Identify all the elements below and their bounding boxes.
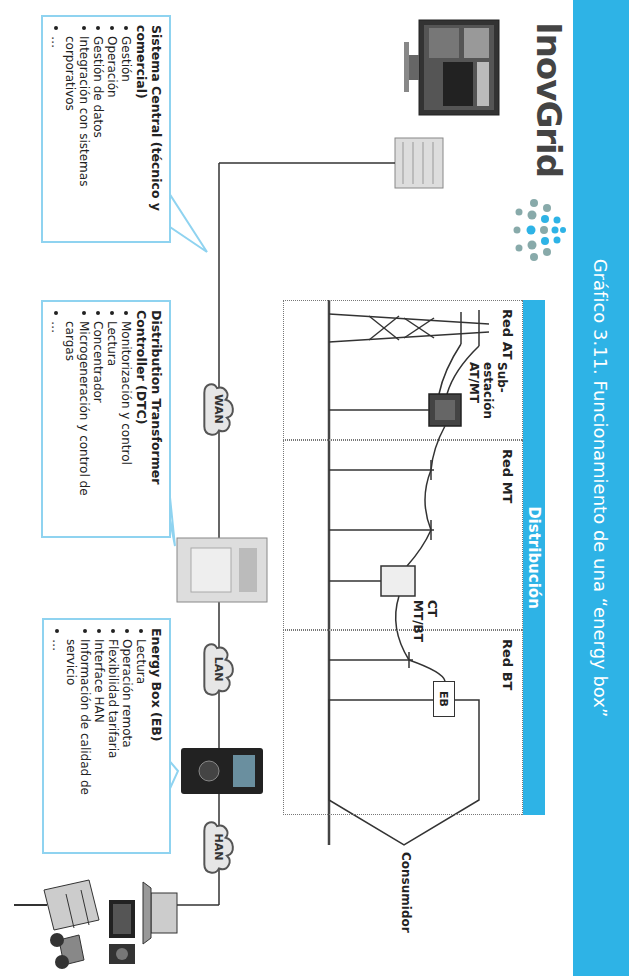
bullet-text: Monitorización y control [119,321,133,465]
bullet-item: … [49,310,63,528]
bullet-dot [83,629,87,633]
bullet-dot [124,311,128,315]
logo-text: InovGrid [529,22,569,177]
bullet-text: Integración con sistemas corporativos [63,36,91,233]
bullet-item: Operación remota [120,628,134,844]
title-bar: Gráfico 3.11. Funcionamiento de una “ene… [573,0,629,976]
bullet-item: … [49,25,63,233]
bullet-text: Gestión de datos [91,36,105,138]
figure-title: Gráfico 3.11. Funcionamiento de una “ene… [591,259,612,718]
bullet-text: Concentrador [91,321,105,403]
bullet-dot [54,26,58,30]
bullet-dot [54,311,58,315]
bullet-item: … [50,628,64,844]
bullet-dot [55,629,59,633]
network-region: Red MT [283,440,523,630]
bullet-item: Gestión de datos [91,25,105,233]
bullet-text: Gestión [119,36,133,82]
bullet-dot [82,311,86,315]
eb-device [181,748,263,794]
node-label: LAN [213,657,226,682]
bullet-text: … [50,639,64,651]
bullet-text: Lectura [105,321,119,366]
bullet-text: Microgeneración y control de cargas [63,321,91,528]
bullet-item: Integración con sistemas corporativos [63,25,91,233]
node-label: WAN [213,394,226,423]
power-lines [329,310,489,681]
bullet-text: Información de calidad de servicio [64,639,92,844]
central-system-picture [395,20,499,188]
callout-box: Distribution Transformer Controller (DTC… [41,300,171,538]
bullet-item: Flexibilidad tarifaria [106,628,120,844]
node-label: HAN [213,834,226,861]
bullet-dot [139,629,143,633]
callout-pointers [167,190,207,795]
node-label: Distribución [525,506,543,609]
bullet-dot [125,629,129,633]
transformer-label: CT MT/BT [411,600,439,648]
bullet-dot [97,629,101,633]
bullet-text: Operación [105,36,119,98]
network-cloud: LAN [199,640,239,698]
dtc-device [177,538,267,602]
bullet-item: Concentrador [91,310,105,528]
callout-heading: Sistema Central (técnico y comercial) [134,25,164,233]
bullet-dot [124,26,128,30]
substation-label: Sub-estación AT/MT [467,362,509,444]
network-cloud: WAN [199,380,239,438]
bullet-item: Interface HAN [92,628,106,844]
appliances [14,880,177,969]
callout-box: Sistema Central (técnico y comercial)Ges… [41,15,171,243]
bullet-dot [110,311,114,315]
energy-box-tag: EB [433,681,455,717]
network-region: Red BT EB [283,630,523,815]
consumer-house [329,700,479,845]
node-label: EB [438,691,451,707]
bullet-item: Lectura [134,628,148,844]
bullet-item: Información de calidad de servicio [64,628,92,844]
callout-heading: Distribution Transformer Controller (DTC… [134,310,164,528]
bullet-dot [111,629,115,633]
callout-box: Energy Box (EB)LecturaOperación remotaFl… [42,618,171,854]
bullet-item: Operación [105,25,119,233]
bullet-item: Monitorización y control [119,310,133,528]
bullet-item: Lectura [105,310,119,528]
region-heading: Red AT [500,309,515,360]
bullet-dot [82,26,86,30]
consumer-label: Consumidor [399,852,413,933]
bullet-dot [96,311,100,315]
bullet-text: Flexibilidad tarifaria [106,639,120,758]
network-cloud: HAN [199,818,239,876]
bullet-item: Gestión [119,25,133,233]
bullet-text: Interface HAN [92,639,106,723]
section-band: Distribución [523,300,545,815]
bullet-text: … [49,321,63,333]
bullet-text: … [49,36,63,48]
bullet-text: Lectura [134,639,148,684]
region-heading: Red BT [500,639,515,690]
region-heading: Red MT [500,449,515,503]
bullet-item: Microgeneración y control de cargas [63,310,91,528]
bullet-text: Operación remota [120,639,134,748]
bullet-dot [110,26,114,30]
callout-heading: Energy Box (EB) [149,628,164,844]
logo-sphere [514,199,567,261]
network-wire [177,163,395,905]
bullet-dot [96,26,100,30]
